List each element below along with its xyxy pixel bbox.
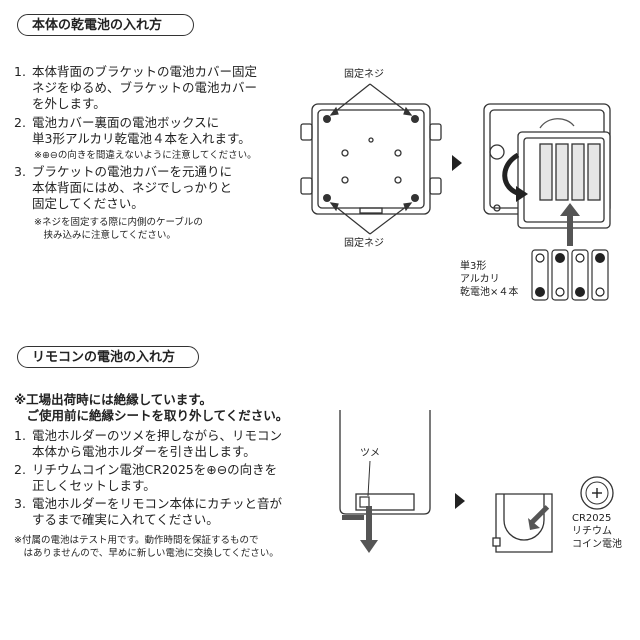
coin-insert-arrow-icon bbox=[528, 505, 550, 530]
battery-holder-removed bbox=[492, 493, 553, 553]
step-number: 2. bbox=[14, 462, 26, 477]
step-text: 電池カバー裏面の電池ボックスに 単3形アルカリ乾電池４本を入れます。 bbox=[32, 115, 251, 146]
coin-plus-icon bbox=[592, 488, 602, 498]
remote-body bbox=[339, 410, 431, 515]
fixing-screw-icons bbox=[323, 115, 419, 202]
step-number: 1. bbox=[14, 64, 26, 79]
step-arrow-icon-2 bbox=[455, 493, 465, 509]
pull-out-arrow-icon bbox=[342, 506, 378, 553]
curved-arrow-head-icon bbox=[516, 186, 528, 202]
step-number: 3. bbox=[14, 164, 26, 179]
curved-arrow-icon bbox=[502, 152, 521, 197]
section2-title-text: リモコンの電池の入れ方 bbox=[32, 350, 176, 365]
aa-batteries bbox=[531, 249, 609, 301]
section2-note-test: ※付属の電池はテスト用です。動作時間を保証するもので はありませんので、早めに新… bbox=[14, 535, 279, 559]
section1-title-text: 本体の乾電池の入れ方 bbox=[32, 18, 163, 33]
warning-text: ※工場出荷時には絶縁しています。 ご使用前に絶縁シートを取り外してください。 bbox=[14, 392, 289, 423]
section1-note-screw: ※ネジを固定する際に内側のケーブルの 挟み込みに注意してください。 bbox=[34, 217, 203, 241]
battery-plus-icons bbox=[535, 253, 605, 297]
step-text: 本体背面のブラケットの電池カバー固定 ネジをゆるめ、ブラケットの電池カバー を外… bbox=[32, 64, 258, 111]
step-arrow-icon bbox=[452, 155, 462, 171]
section1-note-polarity: ※⊕⊖の向きを間違えないように注意してください。 bbox=[34, 150, 257, 161]
step-text: 電池ホルダーをリモコン本体にカチッと音が するまで確実に入れてください。 bbox=[32, 496, 283, 527]
label-aa-battery: 単3形 アルカリ 乾電池×４本 bbox=[460, 261, 519, 298]
section2-title: リモコンの電池の入れ方 bbox=[17, 346, 199, 368]
step-number: 1. bbox=[14, 428, 26, 443]
label-screw-top: 固定ネジ bbox=[344, 69, 384, 80]
label-tab: ツメ bbox=[360, 448, 380, 459]
step-text: リチウムコイン電池CR2025を⊕⊖の向きを 正しくセットします。 bbox=[32, 462, 278, 493]
insert-up-arrow-icon bbox=[560, 203, 580, 246]
bracket-back-plate bbox=[300, 103, 442, 215]
step-text: ブラケットの電池カバーを元通りに 本体背面にはめ、ネジでしっかりと 固定してくだ… bbox=[32, 164, 233, 211]
screw-pointer-arrows bbox=[329, 83, 413, 235]
label-screw-bottom: 固定ネジ bbox=[344, 238, 384, 249]
step-text: 電池ホルダーのツメを押しながら、リモコン 本体から電池ホルダーを引き出します。 bbox=[32, 428, 283, 459]
battery-minus-icons bbox=[535, 253, 605, 297]
battery-holder-inserted bbox=[359, 496, 370, 508]
tab-pointer-line bbox=[367, 460, 371, 497]
battery-box bbox=[517, 131, 611, 229]
section1-title: 本体の乾電池の入れ方 bbox=[17, 14, 194, 36]
label-coin-battery: CR2025 リチウム コイン電池 bbox=[572, 513, 622, 550]
step-number: 3. bbox=[14, 496, 26, 511]
step-number: 2. bbox=[14, 115, 26, 130]
